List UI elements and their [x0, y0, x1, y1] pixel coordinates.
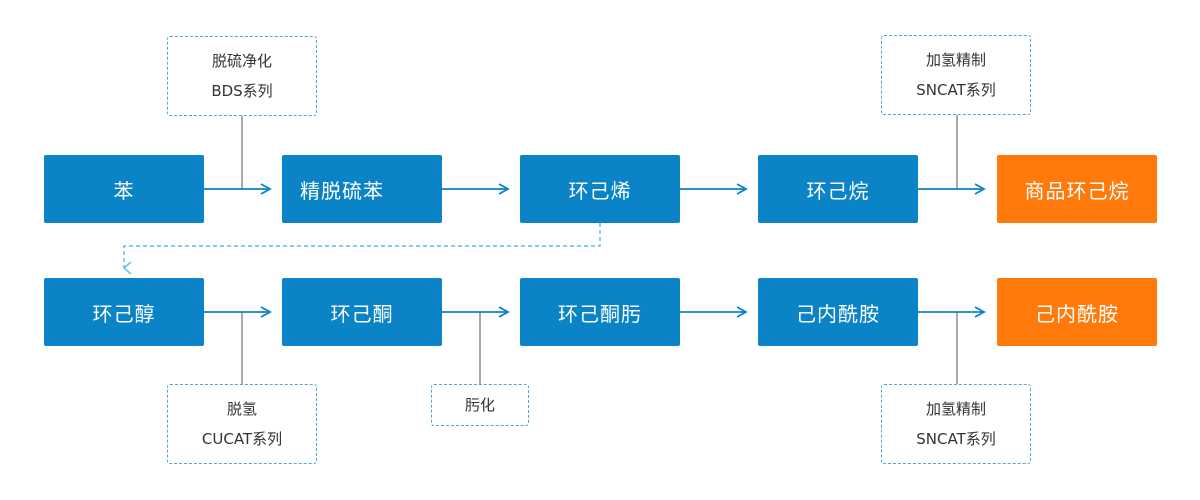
node-benzene: 苯 [44, 155, 204, 223]
node-cyclohexanol-label: 环己醇 [92, 301, 156, 326]
note-sncat-top: 加氢精制 SNCAT系列 [881, 35, 1031, 115]
node-cyclohexene: 环己烯 [520, 155, 680, 223]
note-bds: 脱硫净化 BDS系列 [167, 36, 317, 116]
note-cucat: 脱氢 CUCAT系列 [167, 384, 317, 464]
note-oxime-line1: 肟化 [464, 396, 495, 414]
node-purified-benzene-label: 精脱硫苯 [300, 178, 384, 203]
node-caprolactam-label: 己内酰胺 [796, 301, 880, 326]
note-cucat-line1: 脱氢 [226, 400, 257, 418]
dashed-link-cyclohexene-to-cyclohexanol [122, 223, 601, 275]
node-cyclohexanone-label: 环己酮 [330, 301, 394, 326]
node-caprolactam-product-label: 己内酰胺 [1035, 301, 1119, 326]
note-cucat-line2: CUCAT系列 [201, 430, 283, 448]
note-sncat-bottom-line1: 加氢精制 [925, 400, 986, 418]
node-cyclohexene-label: 环己烯 [568, 178, 632, 203]
node-cyclohexane-label: 环己烷 [806, 178, 870, 203]
node-benzene-label: 苯 [113, 178, 135, 203]
node-caprolactam: 己内酰胺 [758, 278, 918, 346]
note-bds-line1: 脱硫净化 [211, 52, 272, 70]
node-cyclohexanone-oxime: 环己酮肟 [520, 278, 680, 346]
node-cyclohexanol: 环己醇 [44, 278, 204, 346]
note-sncat-bottom: 加氢精制 SNCAT系列 [881, 384, 1031, 464]
node-purified-benzene: 精脱硫苯 [282, 155, 442, 223]
note-sncat-top-line1: 加氢精制 [925, 51, 986, 69]
note-oxime: 肟化 [431, 384, 529, 426]
node-caprolactam-product: 己内酰胺 [997, 278, 1157, 346]
note-bds-line2: BDS系列 [211, 82, 273, 100]
node-commercial-cyclohexane-label: 商品环己烷 [1024, 178, 1130, 203]
note-sncat-top-line2: SNCAT系列 [916, 81, 996, 99]
node-cyclohexanone: 环己酮 [282, 278, 442, 346]
note-sncat-bottom-line2: SNCAT系列 [916, 430, 996, 448]
node-cyclohexane: 环己烷 [758, 155, 918, 223]
node-commercial-cyclohexane: 商品环己烷 [997, 155, 1157, 223]
node-cyclohexanone-oxime-label: 环己酮肟 [558, 301, 642, 326]
